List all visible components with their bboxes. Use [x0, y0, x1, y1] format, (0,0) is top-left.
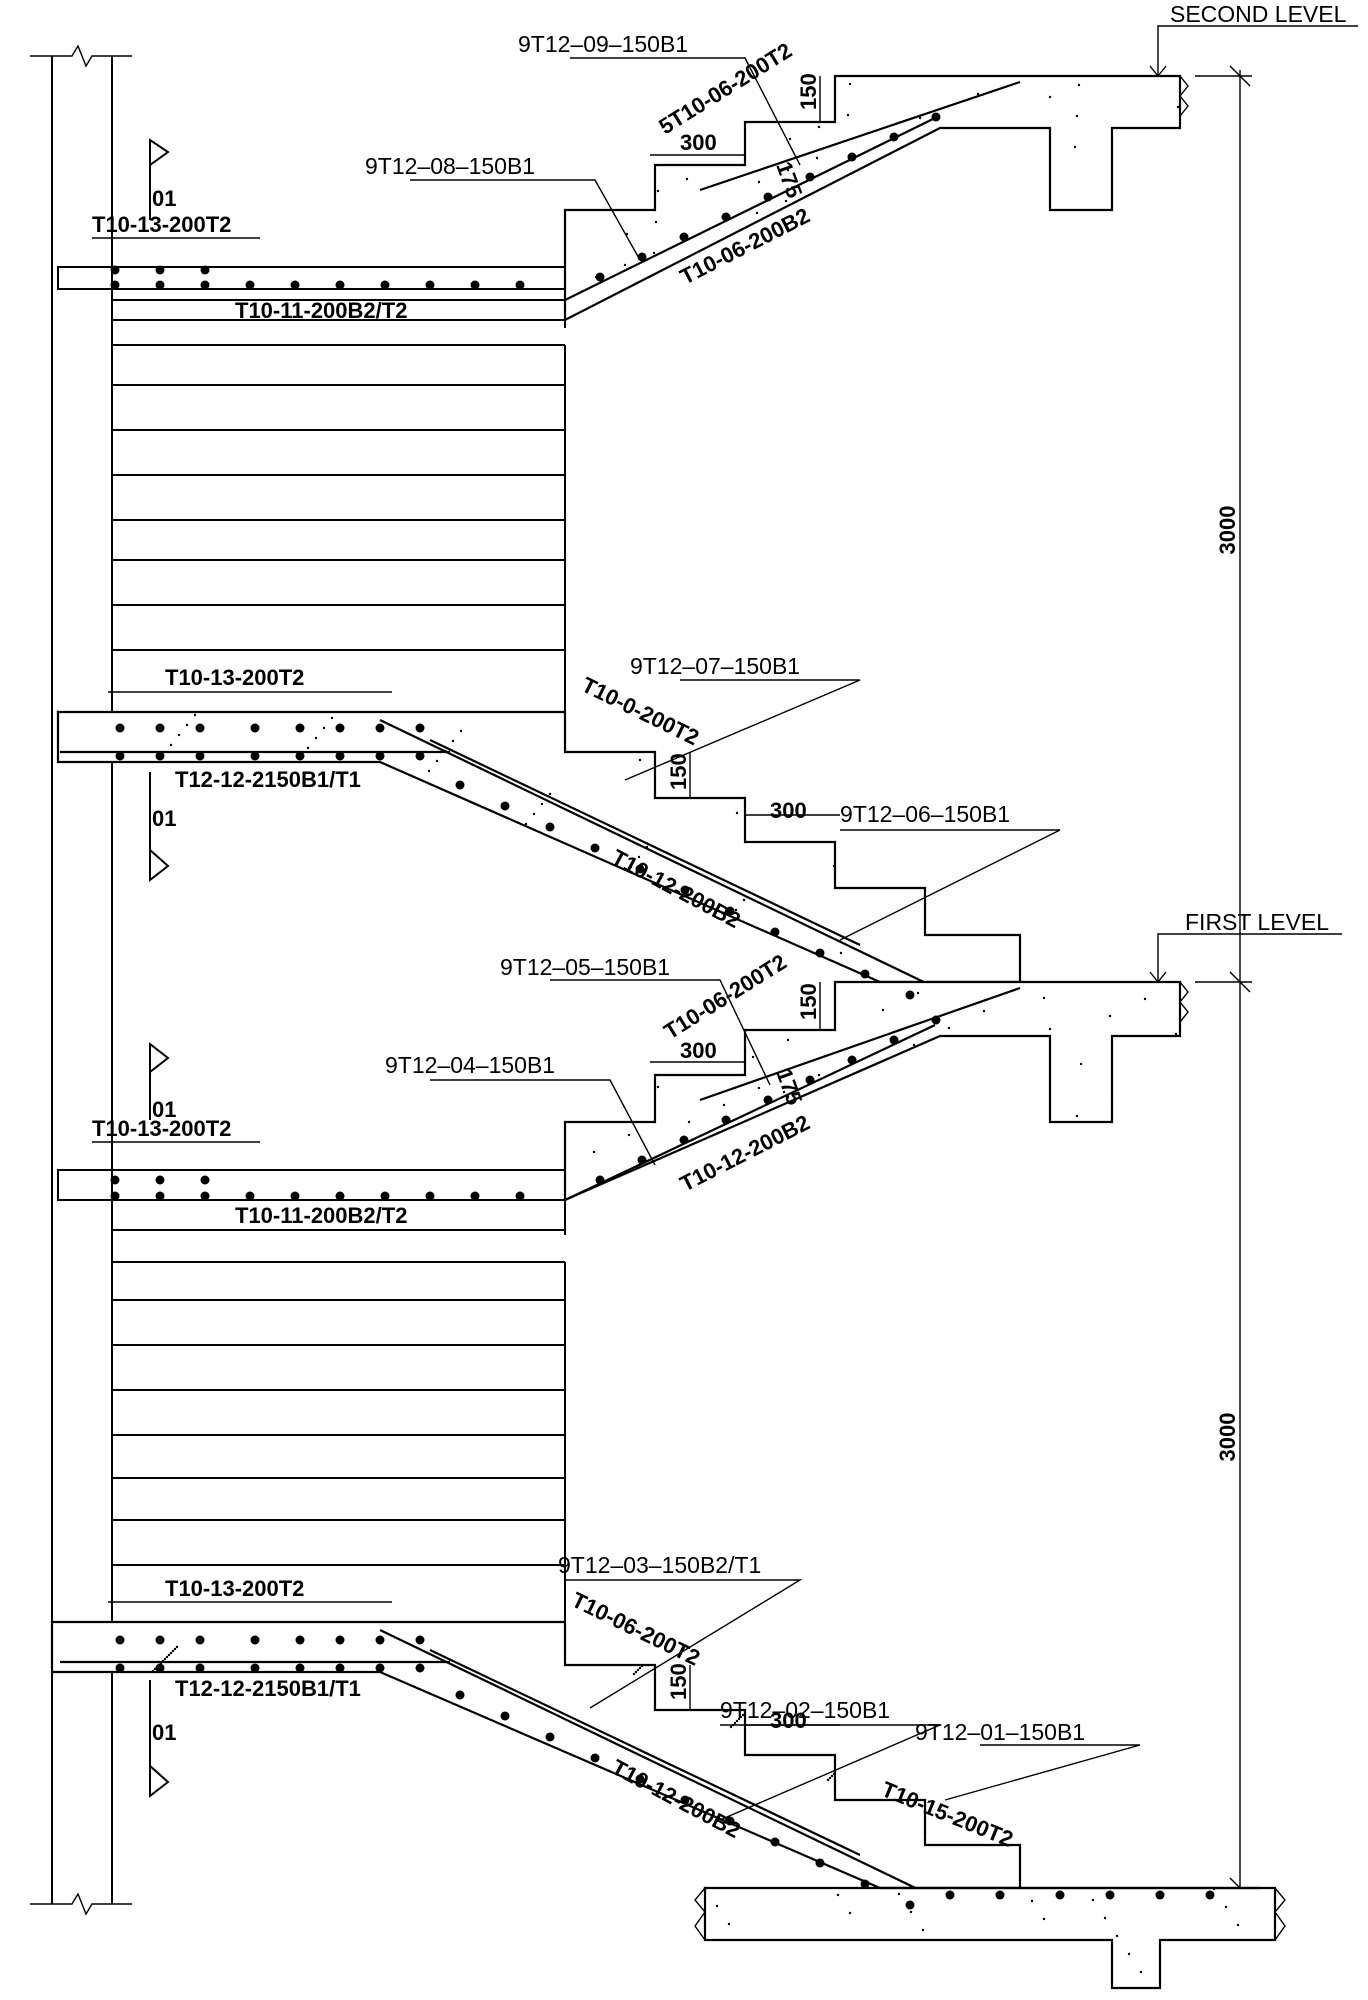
section-mark-3: 01 [152, 1097, 176, 1122]
second-level-marker: SECOND LEVEL [1149, 1, 1358, 78]
bold-label-b4: T10-11-200B2/T2 [235, 298, 407, 323]
bold-label-b6: T10-0-200T2 [578, 672, 703, 750]
bar-label-05: 9T12–05–150B1 [500, 954, 670, 980]
tread-dim-upper: 300 [680, 130, 717, 155]
height-dim-lower: 3000 [1215, 1413, 1240, 1462]
wall [30, 44, 132, 1916]
section-mark-2: 01 [152, 806, 176, 831]
bar-label-09: 9T12–09–150B1 [518, 31, 688, 57]
bold-label-b14: T10-06-200T2 [568, 1587, 704, 1671]
bar-labels: 9T12–09–150B1 9T12–08–150B1 9T12–07–150B… [365, 31, 1085, 1745]
second-level-label: SECOND LEVEL [1170, 1, 1347, 27]
riser-dim-first: 150 [796, 983, 821, 1020]
step-dimensions: 300 150 175 300 150 300 150 175 300 150 [650, 73, 840, 1733]
lower-flight [50, 1590, 1022, 1896]
tread-dim-first: 300 [680, 1038, 717, 1063]
riser-dim-middle: 150 [666, 753, 691, 790]
vertical-dimension: 3000 3000 [1195, 65, 1252, 1899]
first-level-marker: FIRST LEVEL [1149, 909, 1342, 984]
bold-label-b3: T10-13-200T2 [92, 212, 231, 237]
bar-label-03: 9T12–03–150B2/T1 [558, 1552, 761, 1578]
bold-label-b10: T10-13-200T2 [92, 1116, 231, 1141]
ground-slab [694, 1886, 1286, 1990]
height-dim-upper: 3000 [1215, 506, 1240, 555]
bar-label-06: 9T12–06–150B1 [840, 801, 1010, 827]
bar-label-08: 9T12–08–150B1 [365, 153, 535, 179]
bold-label-b11: T10-11-200B2/T2 [235, 1203, 407, 1228]
bold-label-b7: T12-12-2150B1/T1 [175, 767, 361, 792]
section-marks: 01 01 01 01 [149, 138, 176, 1799]
bar-label-07: 9T12–07–150B1 [630, 653, 800, 679]
first-level-label: FIRST LEVEL [1185, 909, 1329, 935]
upper-flight [563, 74, 1189, 328]
section-mark-4: 01 [152, 1720, 176, 1745]
bar-label-04: 9T12–04–150B1 [385, 1052, 555, 1078]
bar-label-02: 9T12–02–150B1 [720, 1697, 890, 1723]
riser-dim-lower: 150 [666, 1663, 691, 1700]
tread-dim-middle: 300 [770, 798, 807, 823]
riser-dim-upper: 150 [796, 73, 821, 110]
first-level-flight [563, 980, 1189, 1235]
bold-label-b5: T10-13-200T2 [165, 665, 304, 690]
rebar-dots [110, 112, 1215, 1910]
section-mark-1: 01 [152, 186, 176, 211]
bold-label-b13: T10-13-200T2 [165, 1576, 304, 1601]
leaders [410, 57, 1141, 1821]
bar-label-01: 9T12–01–150B1 [915, 1719, 1085, 1745]
tread-dim-lower: 300 [770, 1708, 807, 1733]
bold-label-b15: T12-12-2150B1/T1 [175, 1676, 361, 1701]
